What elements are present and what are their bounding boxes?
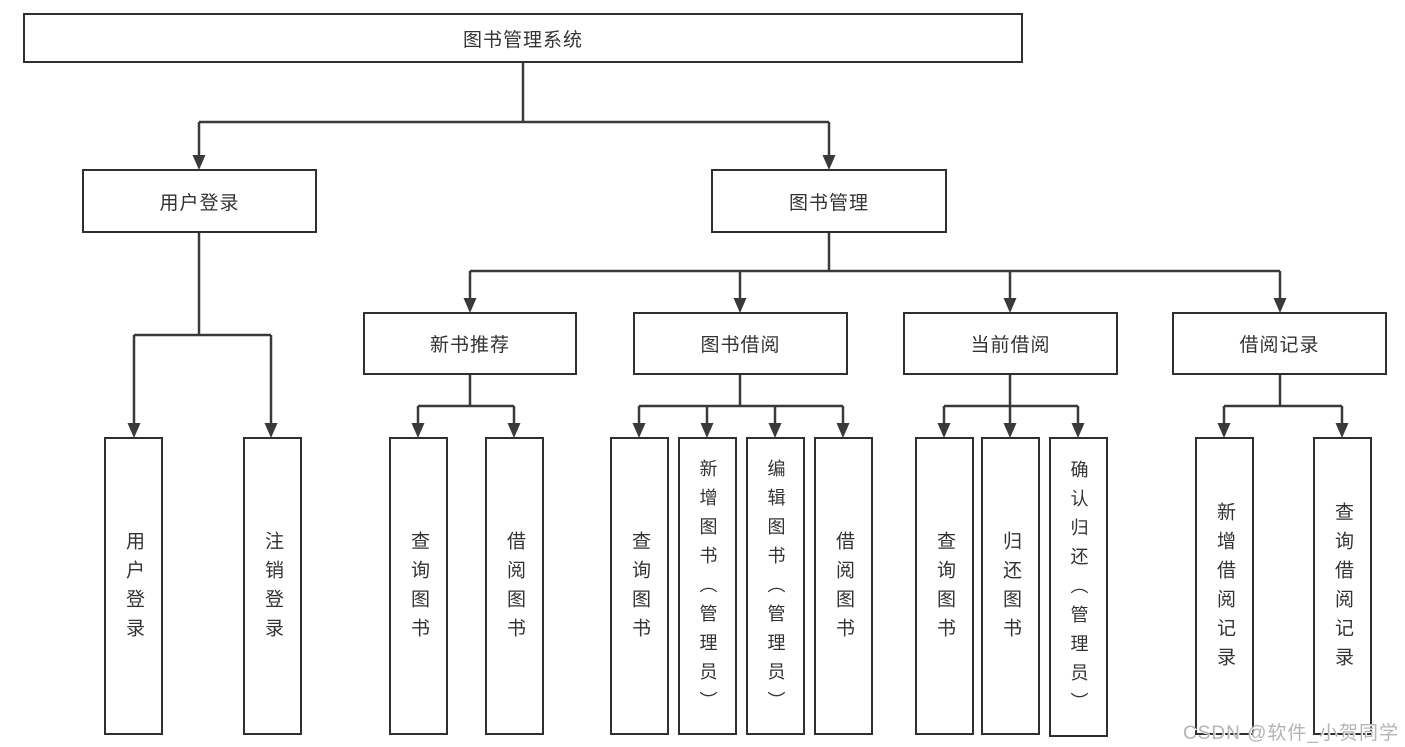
leaf-return-book: 归还图书 xyxy=(981,437,1040,735)
connector-lines xyxy=(132,63,1344,424)
leaf-confirm-return-admin: 确认归还（管理员） xyxy=(1049,437,1108,737)
leaf-query-books-current: 查询图书 xyxy=(915,437,974,735)
node-new-book-recommend: 新书推荐 xyxy=(363,312,577,375)
node-user-login: 用户登录 xyxy=(82,169,317,233)
leaf-edit-book-admin: 编辑图书（管理员） xyxy=(746,437,805,735)
leaf-borrow-books-recommend: 借阅图书 xyxy=(485,437,544,735)
leaf-logout: 注销登录 xyxy=(243,437,302,735)
arrowhead-icons xyxy=(127,155,1349,438)
leaf-borrow-books: 借阅图书 xyxy=(814,437,873,735)
leaf-add-borrow-record: 新增借阅记录 xyxy=(1195,437,1254,735)
csdn-watermark: CSDN @软件_小贺同学 xyxy=(1183,723,1399,744)
node-current-borrow: 当前借阅 xyxy=(903,312,1118,375)
node-book-management: 图书管理 xyxy=(711,169,947,233)
node-book-borrow: 图书借阅 xyxy=(633,312,848,375)
node-root: 图书管理系统 xyxy=(23,13,1023,63)
leaf-query-books-recommend: 查询图书 xyxy=(389,437,448,735)
leaf-user-login: 用户登录 xyxy=(104,437,163,735)
leaf-add-book-admin: 新增图书（管理员） xyxy=(678,437,737,735)
leaf-query-books-borrow: 查询图书 xyxy=(610,437,669,735)
leaf-query-borrow-record: 查询借阅记录 xyxy=(1313,437,1372,735)
node-borrow-records: 借阅记录 xyxy=(1172,312,1387,375)
